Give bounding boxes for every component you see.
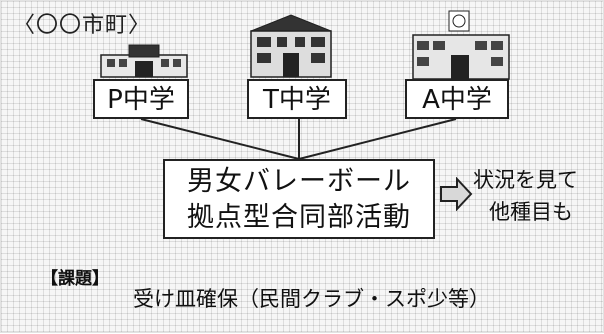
next-step-note: 状況を見て 他種目も [473, 164, 578, 228]
activity-line-2: 拠点型合同部活動 [187, 202, 411, 233]
school-name-a: A中学 [422, 85, 492, 115]
next-line-2: 他種目も [489, 200, 573, 224]
school-box-p: P中学 [93, 79, 189, 119]
school-box-t: T中学 [247, 79, 347, 119]
school-name-p: P中学 [107, 85, 175, 115]
activity-line-1: 男女バレーボール [187, 166, 411, 197]
school-building-icon-t [250, 14, 332, 78]
issue-label: 【課題】 [41, 269, 109, 289]
joint-club-activity-box: 男女バレーボール 拠点型合同部活動 [163, 159, 435, 239]
school-name-t: T中学 [263, 85, 331, 115]
connector-a [298, 118, 457, 160]
school-box-a: A中学 [405, 79, 509, 119]
school-building-icon-p [100, 44, 188, 78]
right-arrow-icon [440, 177, 473, 211]
next-line-1: 状況を見て [473, 168, 578, 192]
connector-p [140, 118, 300, 160]
region-label: 〈〇〇市町〉 [13, 13, 152, 38]
issue-text: 受け皿確保（民間クラブ・スポ少等） [133, 287, 490, 311]
